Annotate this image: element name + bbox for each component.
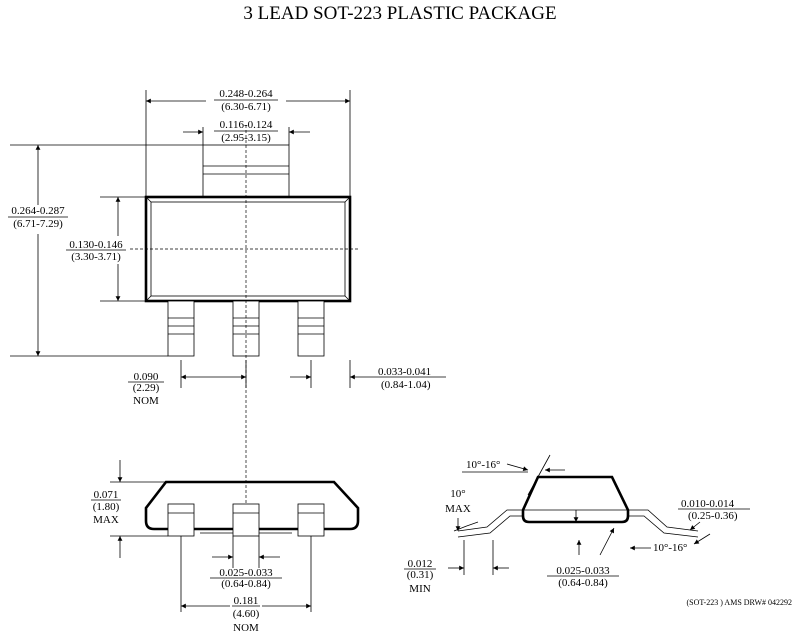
- dim-overall-width: 0.248-0.264 (6.30-6.71): [145, 87, 351, 197]
- dim-standoff: 0.012 (0.31) MIN: [404, 540, 509, 595]
- body-to-lead-mm: (0.64-0.84): [558, 577, 608, 589]
- top-angle-label: 10°-16°: [466, 459, 500, 471]
- lead-span-inch: 0.181: [234, 595, 259, 607]
- lead-width-mm: (0.84-1.04): [381, 379, 431, 391]
- dim-bottom-angle: 10°-16°: [630, 533, 711, 554]
- side-lead-1: [167, 503, 195, 537]
- height-mm: (1.80): [93, 501, 120, 513]
- dim-body-to-lead: 0.025-0.033 (0.64-0.84): [547, 527, 619, 589]
- side-lead-thickness-mm: (0.64-0.84): [221, 578, 271, 590]
- lead-pitch-note: NOM: [133, 395, 159, 407]
- height-note: MAX: [93, 514, 119, 526]
- overall-length-mm: (6.71-7.29): [13, 218, 63, 230]
- dim-lead-width: 0.033-0.041 (0.84-1.04): [290, 360, 446, 391]
- package-lead-1: [167, 300, 195, 357]
- package-lead-3: [297, 300, 325, 357]
- tab-width-inch: 0.116-0.124: [220, 119, 273, 131]
- dim-lead-angle: 10° MAX: [445, 488, 479, 532]
- drawing-title: 3 LEAD SOT-223 PLASTIC PACKAGE: [243, 3, 556, 24]
- side-lead-2: [232, 503, 260, 537]
- standoff-mm: (0.31): [407, 569, 434, 581]
- bottom-angle-label: 10°-16°: [653, 542, 687, 554]
- end-lead-thickness-mm: (0.25-0.36): [688, 510, 738, 522]
- side-lead-thickness-inch: 0.025-0.033: [219, 567, 273, 579]
- overall-width-inch: 0.248-0.264: [219, 88, 273, 100]
- lead-angle-value: 10°: [450, 488, 465, 500]
- dim-side-lead-thickness: 0.025-0.033 (0.64-0.84): [210, 536, 282, 590]
- lead-pitch-inch: 0.090: [134, 371, 159, 383]
- dim-top-angle: 10°-16°: [462, 454, 565, 496]
- dim-height: 0.071 (1.80) MAX: [91, 460, 168, 558]
- lead-span-mm: (4.60): [233, 608, 260, 620]
- body-to-lead-inch: 0.025-0.033: [556, 565, 610, 577]
- end-view: 10°-16° 10° MAX 0.012 (0.31) MIN 0.025-0…: [404, 454, 750, 595]
- tab-width-mm: (2.95-3.15): [221, 132, 271, 144]
- dim-tab-width: 0.116-0.124 (2.95-3.15): [183, 119, 310, 145]
- dim-overall-length: 0.264-0.287 (6.71-7.29): [8, 144, 203, 357]
- lead-width-inch: 0.033-0.041: [378, 366, 431, 378]
- top-view: 0.248-0.264 (6.30-6.71) 0.116-0.124 (2.9…: [8, 87, 446, 510]
- side-lead-3: [297, 503, 325, 537]
- overall-width-mm: (6.30-6.71): [221, 101, 271, 113]
- standoff-inch: 0.012: [408, 558, 433, 570]
- end-lead-thickness-inch: 0.010-0.014: [681, 498, 735, 510]
- lead-pitch-mm: (2.29): [133, 382, 160, 394]
- height-inch: 0.071: [94, 489, 119, 501]
- overall-length-inch: 0.264-0.287: [11, 205, 65, 217]
- standoff-note: MIN: [409, 583, 430, 595]
- dim-end-lead-thickness: 0.010-0.014 (0.25-0.36): [678, 498, 750, 531]
- dim-body-length: 0.130-0.146 (3.30-3.71): [64, 196, 146, 302]
- body-length-mm: (3.30-3.71): [71, 251, 121, 263]
- side-view: 0.071 (1.80) MAX 0.025-0.033 (0.64-0.84)…: [91, 460, 360, 634]
- end-view-lead: [457, 509, 699, 538]
- lead-angle-note: MAX: [445, 503, 471, 515]
- body-length-inch: 0.130-0.146: [69, 239, 123, 251]
- dim-lead-span: 0.181 (4.60) NOM: [180, 536, 312, 634]
- dim-lead-pitch: 0.090 (2.29) NOM: [128, 360, 247, 407]
- package-body-end: [521, 475, 630, 524]
- drawing-number: (SOT-223 ) AMS DRW# 042292: [687, 598, 793, 607]
- lead-span-note: NOM: [233, 622, 259, 634]
